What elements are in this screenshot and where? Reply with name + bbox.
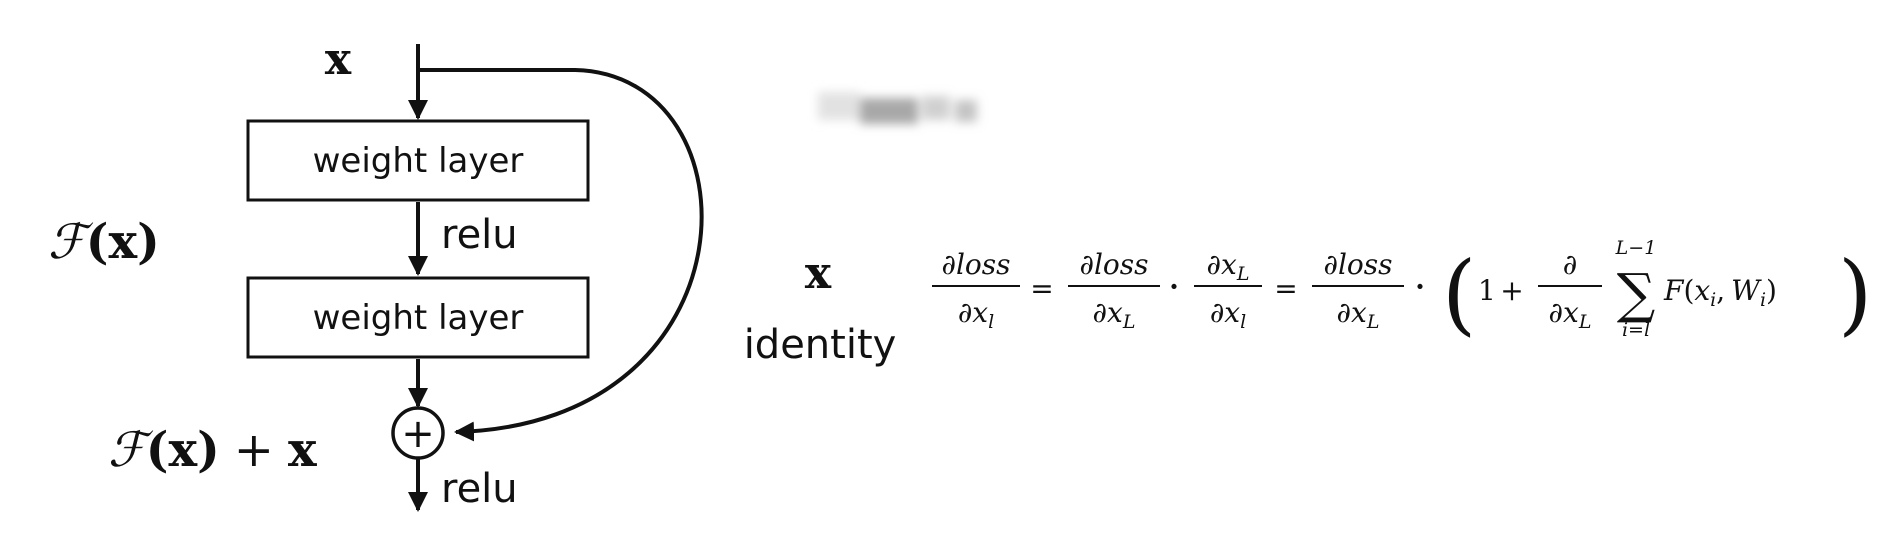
frac1-numerator: ∂loss — [941, 248, 1010, 281]
frac2-numerator: ∂loss — [1079, 248, 1148, 281]
fraction-dxL-dxl: ∂xL ∂xl — [1194, 248, 1262, 333]
weight-layer-1: weight layer — [246, 119, 590, 202]
input-x-label: x — [325, 34, 352, 85]
frac4-denominator: ∂xL — [1337, 296, 1380, 333]
relu-label-output: relu — [441, 466, 518, 512]
weight-layer-2-label: weight layer — [313, 298, 524, 338]
frac2-denominator: ∂xL — [1093, 296, 1136, 333]
gradient-equation: ∂loss ∂xl = ∂loss ∂xL · ∂xL ∂xl = ∂loss … — [932, 237, 1872, 345]
relu-label-middle: relu — [441, 212, 518, 258]
frac3-numerator: ∂xL — [1207, 248, 1250, 285]
weight-layer-1-label: weight layer — [313, 141, 524, 181]
constant-one: 1 — [1478, 274, 1496, 307]
function-F: F(xi,Wi) — [1663, 274, 1777, 311]
fraction-d-dxL: ∂ ∂xL — [1538, 248, 1602, 333]
sum-symbol: ∑ — [1617, 262, 1656, 325]
dot-operator-2: · — [1415, 270, 1425, 303]
identity-shortcut-arrow — [418, 68, 704, 442]
frac1-denominator: ∂xl — [958, 296, 994, 333]
residual-function-label: ℱ(x) — [48, 214, 160, 270]
fraction-dloss-dxl: ∂loss ∂xl — [932, 248, 1020, 333]
weight-layer-2: weight layer — [246, 276, 590, 359]
plus-sign: + — [1500, 274, 1523, 307]
adder-symbol: + — [401, 411, 435, 457]
frac3-denominator: ∂xl — [1210, 296, 1246, 333]
summation: L−1 ∑ i=l — [1615, 237, 1657, 341]
right-paren: ) — [1838, 242, 1872, 345]
sum-lower-limit: i=l — [1622, 319, 1650, 341]
frac5-numerator: ∂ — [1563, 248, 1577, 281]
identity-label: identity — [744, 322, 897, 368]
frac4-numerator: ∂loss — [1323, 248, 1392, 281]
fraction-dloss-dxL-2: ∂loss ∂xL — [1312, 248, 1404, 333]
blurred-watermark — [818, 92, 977, 124]
equals-sign-2: = — [1274, 272, 1297, 305]
shortcut-x-label: x — [805, 248, 832, 299]
equals-sign-1: = — [1030, 272, 1053, 305]
dot-operator-1: · — [1169, 270, 1179, 303]
adder-circle-icon: + — [391, 406, 445, 460]
frac5-denominator: ∂xL — [1549, 296, 1592, 333]
fraction-dloss-dxL-1: ∂loss ∂xL — [1068, 248, 1160, 333]
left-paren: ( — [1442, 242, 1476, 345]
sum-upper-limit: L−1 — [1615, 237, 1657, 259]
sum-output-label: ℱ(x)+x — [108, 422, 317, 478]
